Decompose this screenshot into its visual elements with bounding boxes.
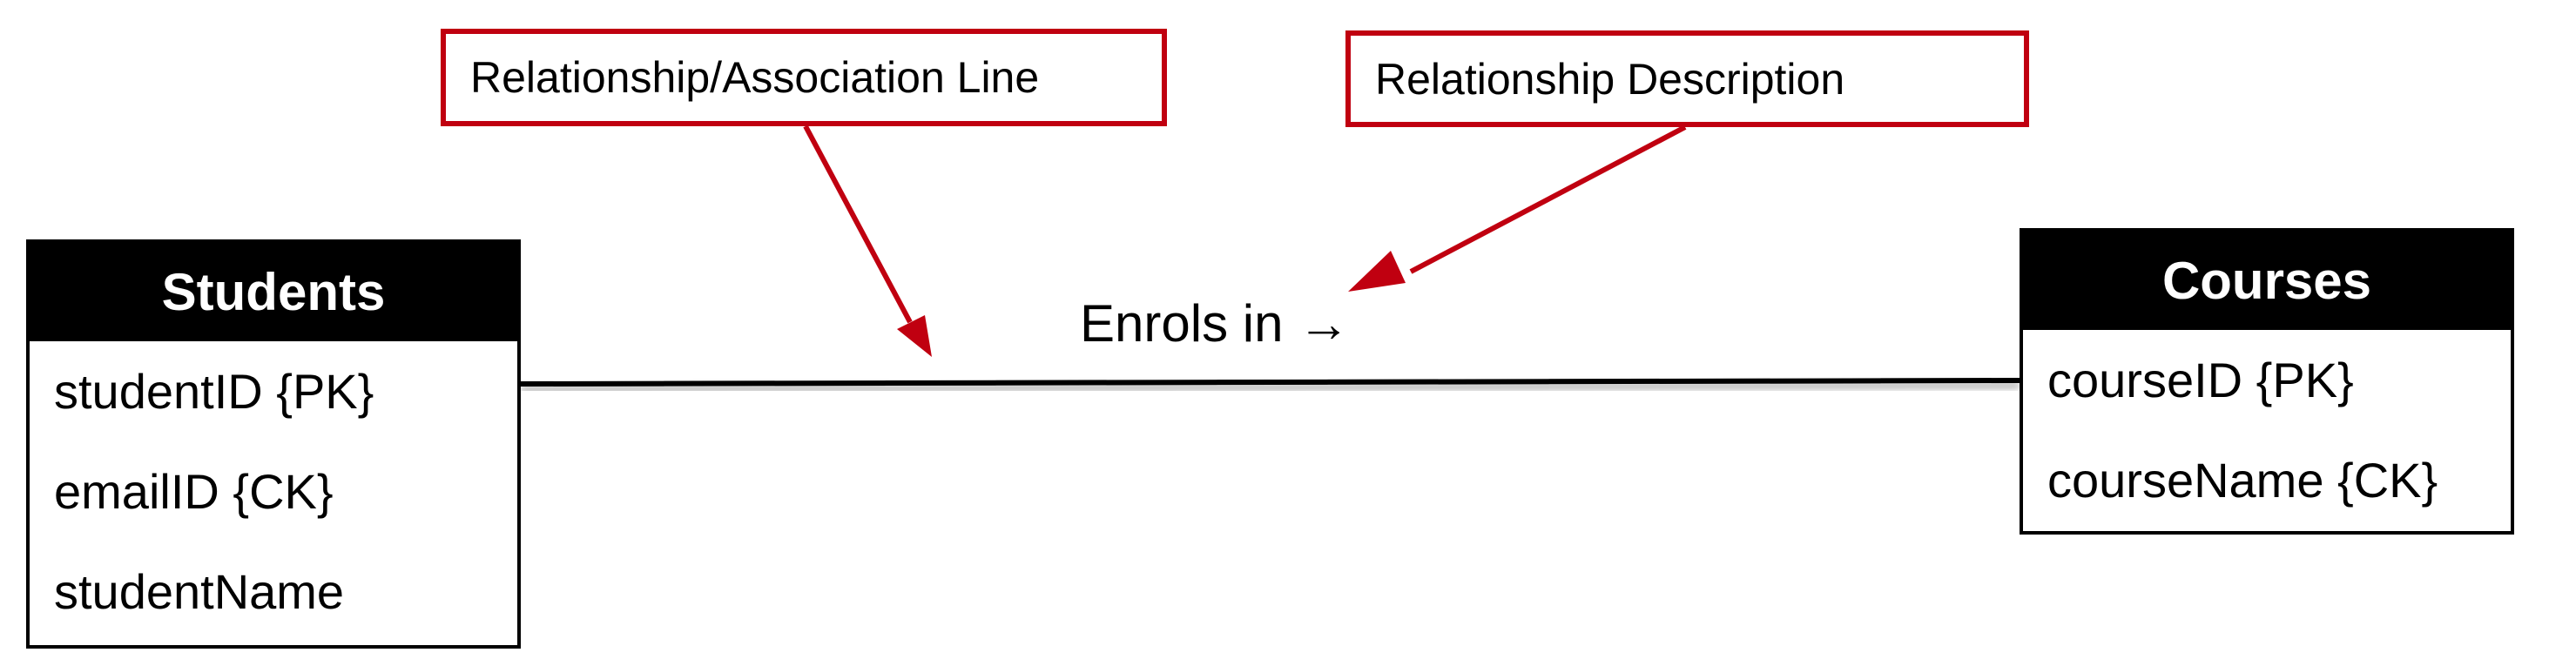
entity-courses: Courses courseID {PK} courseName {CK} <box>2020 228 2514 535</box>
attribute-course-id: courseID {PK} <box>2047 353 2354 407</box>
callout-arrow-description <box>1348 124 1687 292</box>
attribute-student-id: studentID {PK} <box>54 364 374 419</box>
entity-students-title: Students <box>30 243 517 341</box>
relationship-label: Enrols in → <box>1080 294 1351 353</box>
attribute-student-name: studentName <box>54 564 345 619</box>
association-line <box>520 378 2020 387</box>
callout-relationship-description: Relationship Description <box>1345 30 2029 127</box>
attribute-email-id: emailID {CK} <box>54 464 334 519</box>
entity-students: Students studentID {PK} emailID {CK} stu… <box>26 239 521 649</box>
entity-courses-title: Courses <box>2023 232 2511 330</box>
callout-arrow-line <box>803 124 932 357</box>
callout-relationship-description-text: Relationship Description <box>1375 54 1845 104</box>
callout-association-line-text: Relationship/Association Line <box>470 53 1040 102</box>
attribute-course-name: courseName {CK} <box>2047 453 2438 508</box>
callout-association-line: Relationship/Association Line <box>441 29 1167 126</box>
